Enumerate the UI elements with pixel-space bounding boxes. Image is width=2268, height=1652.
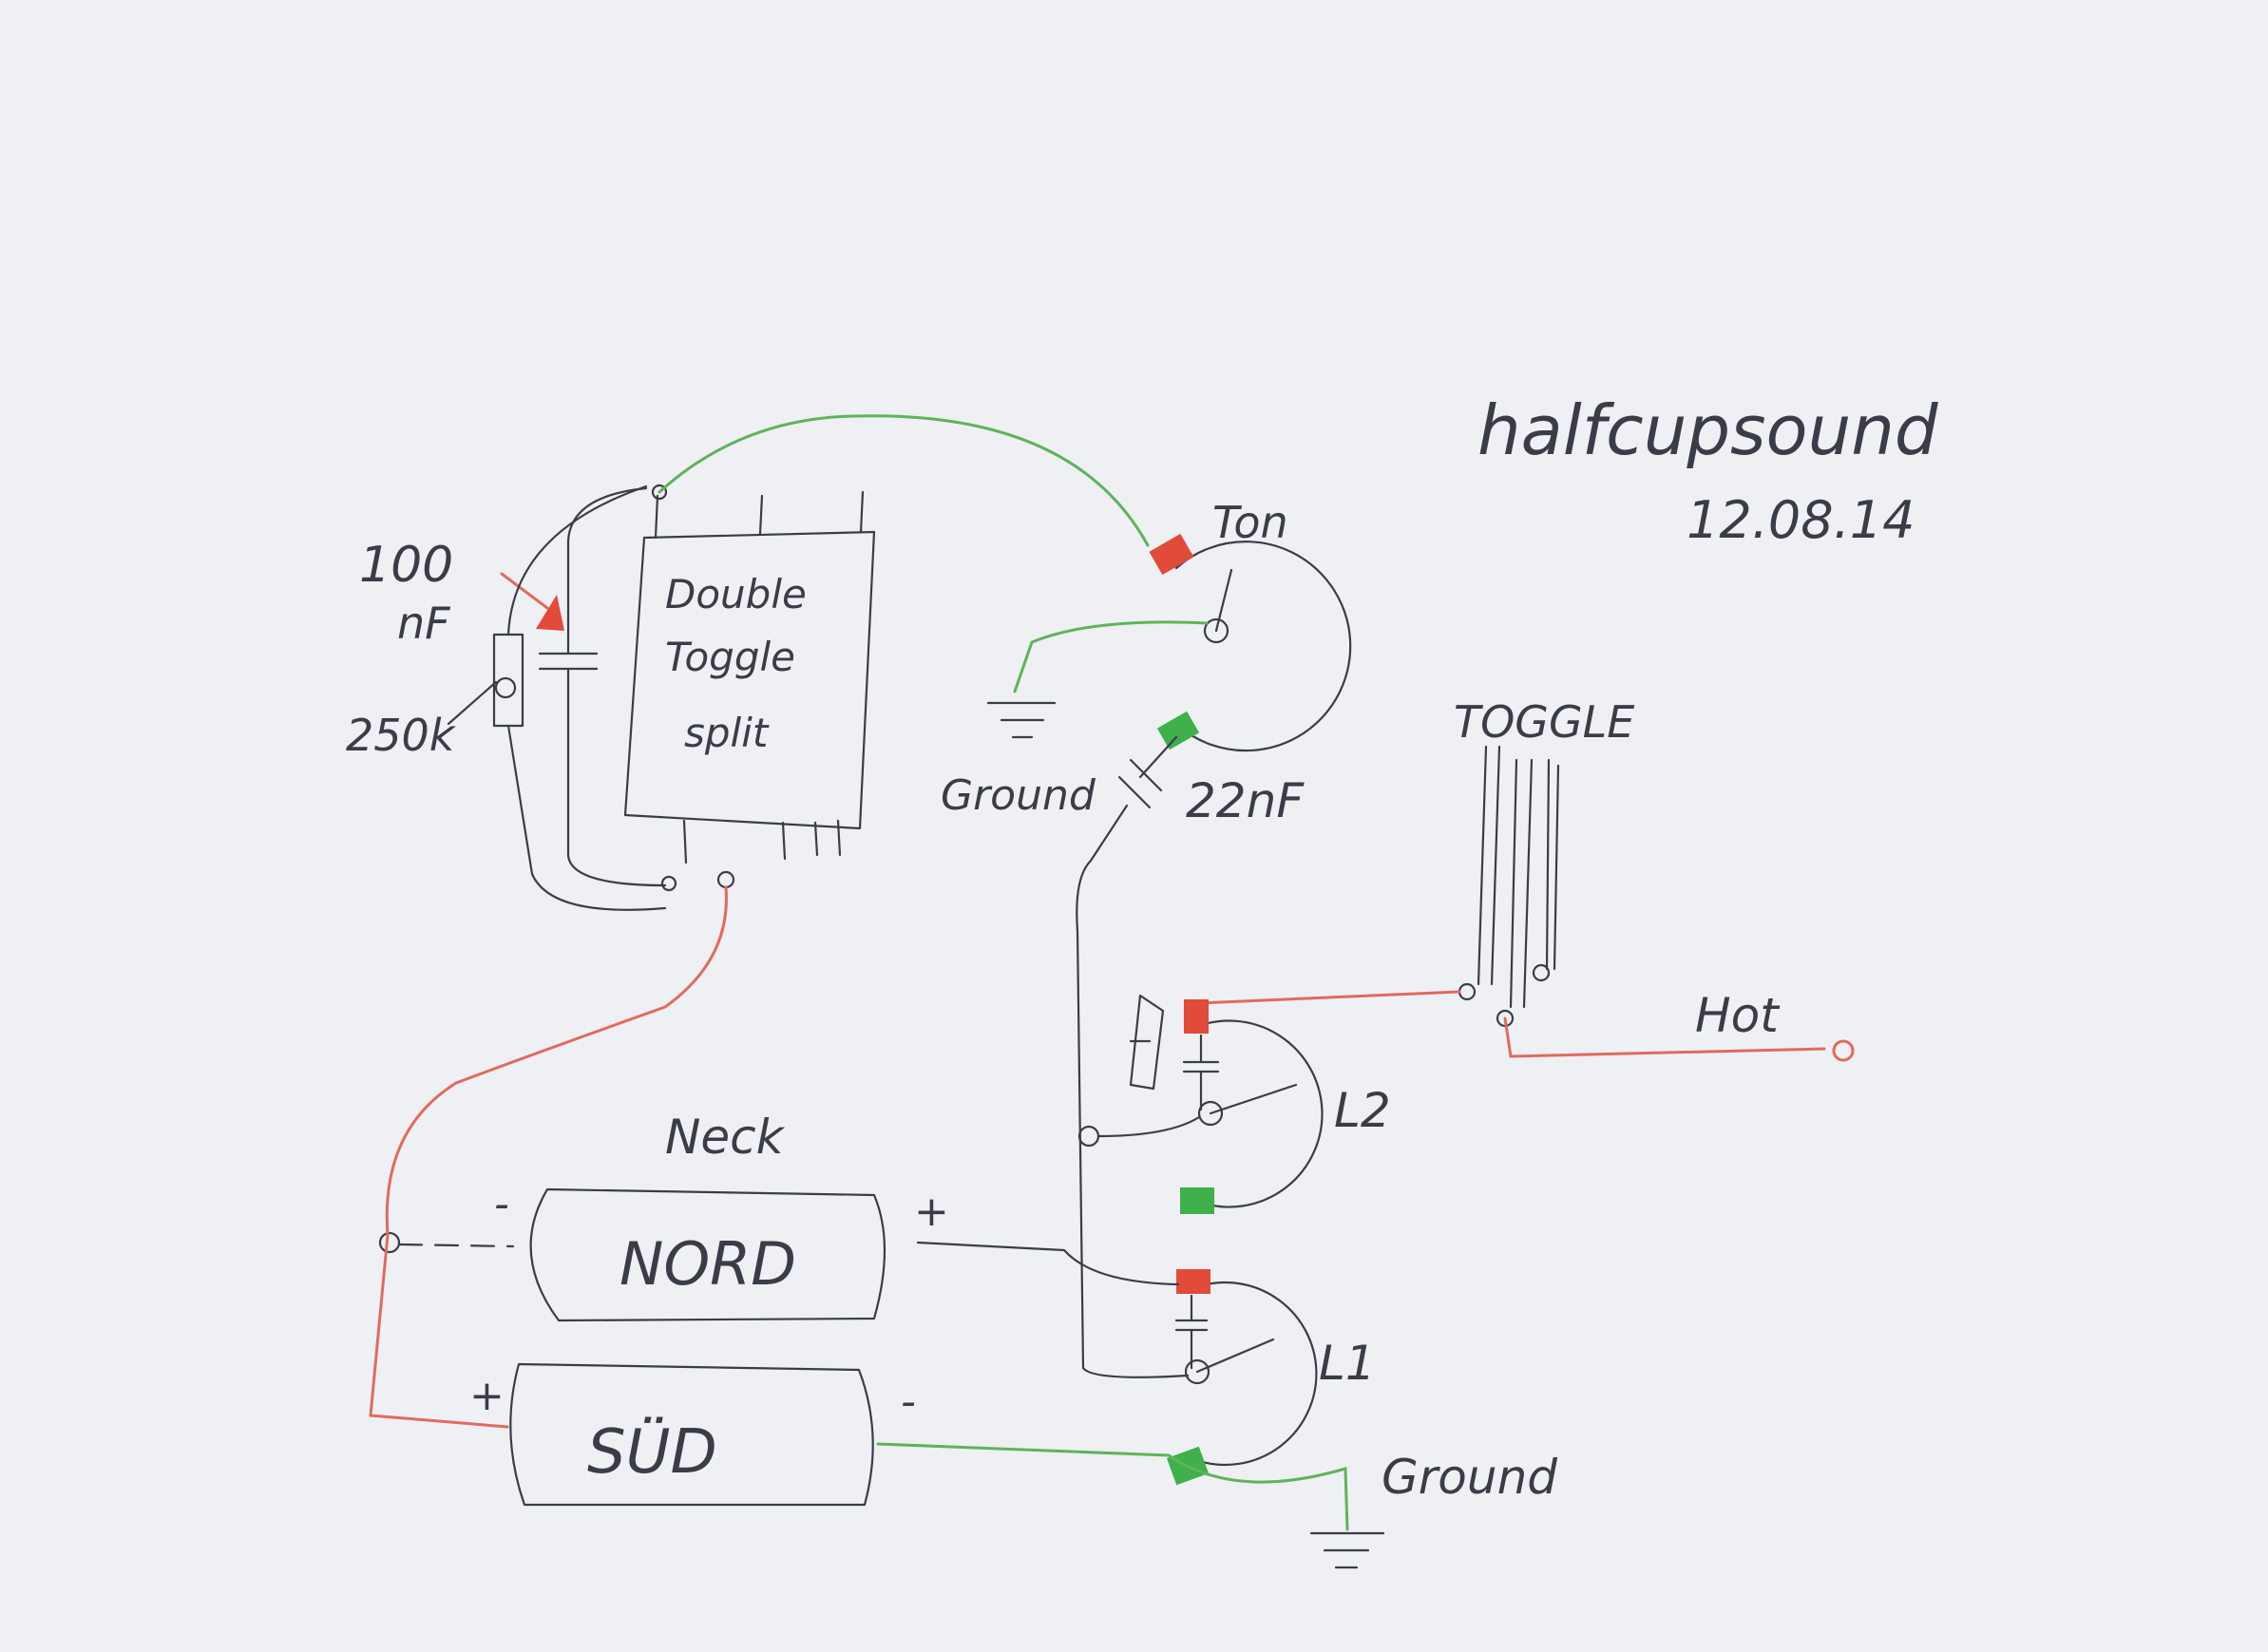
switch-label-line1: Double xyxy=(665,571,807,617)
neck-pickup: Neck NORD - + SÜD + - xyxy=(378,1110,1180,1507)
red-wire-switch-to-pickup xyxy=(369,885,728,1429)
capacitor-100nf: 100 nF xyxy=(359,486,667,887)
switch-label-line2: Toggle xyxy=(665,634,795,680)
volume-ground-label: Ground xyxy=(1382,1450,1557,1505)
cap-100-unit: nF xyxy=(397,598,450,649)
neck-label: Neck xyxy=(665,1110,786,1165)
potentiometer-250k: 250k xyxy=(346,484,667,911)
toggle-label: TOGGLE xyxy=(1454,696,1634,748)
tone-label: Ton xyxy=(1212,497,1288,548)
l1-label: L1 xyxy=(1319,1336,1376,1391)
volume-pot-l2: L2 xyxy=(1077,994,1391,1214)
coil-nord-label: NORD xyxy=(619,1229,796,1299)
switch-label-line3: split xyxy=(684,710,770,756)
tone-ground-label: Ground xyxy=(941,771,1096,820)
sued-minus: - xyxy=(901,1377,916,1426)
pot-250k-label: 250k xyxy=(346,710,457,761)
toggle-switch: TOGGLE Hot xyxy=(1195,696,1855,1062)
double-toggle-split-switch: Double Toggle split xyxy=(623,484,876,892)
hot-label: Hot xyxy=(1695,988,1781,1043)
green-wire-switch-to-tone xyxy=(658,414,1150,547)
nord-minus: - xyxy=(494,1180,509,1228)
coil-sued-label: SÜD xyxy=(587,1416,717,1488)
ground-symbol-volume: Ground xyxy=(1309,1450,1557,1569)
diagram-title: halfcupsound xyxy=(1477,390,1939,470)
capacitor-22nf: 22nF xyxy=(1076,735,1305,1370)
cap-100-value: 100 xyxy=(359,537,453,594)
cap-22-label: 22nF xyxy=(1186,773,1305,828)
green-wire-sued-to-ground xyxy=(876,1442,1349,1531)
tone-potentiometer: Ton Ground xyxy=(941,497,1352,820)
l2-label: L2 xyxy=(1334,1083,1391,1138)
diagram-date: 12.08.14 xyxy=(1687,490,1915,550)
sued-plus: + xyxy=(469,1372,505,1420)
nord-plus: + xyxy=(914,1187,949,1236)
